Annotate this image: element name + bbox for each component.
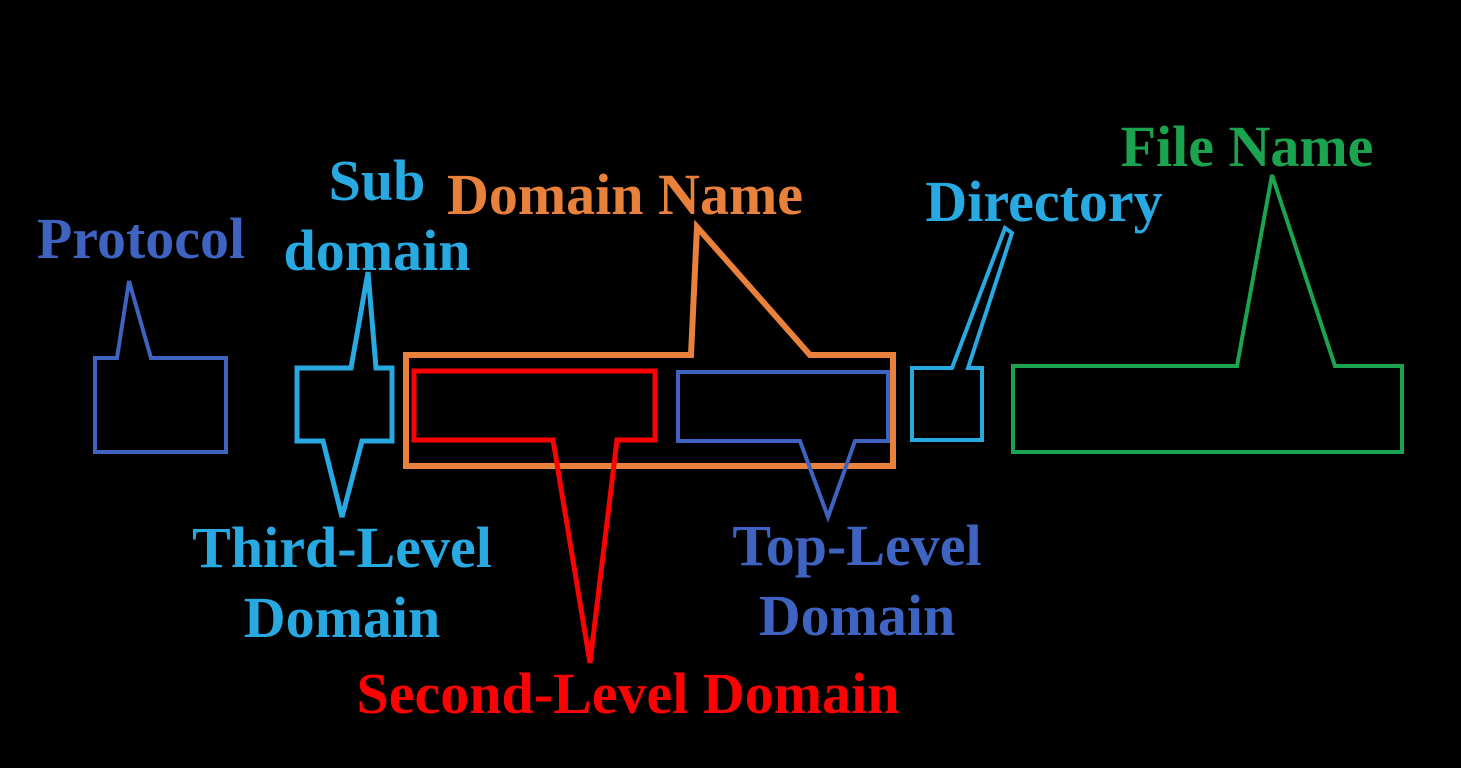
second-level-domain-label: Second-Level Domain — [356, 661, 900, 726]
subdomain-label-line2: domain — [283, 218, 471, 283]
subdomain-label-line1: Sub — [328, 148, 426, 213]
third-level-domain-label: Third-Level Domain — [172, 513, 512, 653]
top-level-domain-label-line1: Top-Level — [732, 513, 982, 578]
domain-name-label: Domain Name — [446, 162, 803, 227]
subdomain-callout-box — [294, 271, 395, 518]
protocol-callout-box — [93, 280, 228, 454]
directory-label: Directory — [925, 169, 1163, 234]
top-level-domain-callout-box — [676, 370, 890, 523]
third-level-domain-label-line2: Domain — [243, 585, 441, 650]
third-level-domain-label-line1: Third-Level — [192, 515, 492, 580]
file-name-label: File Name — [1120, 114, 1374, 179]
top-level-domain-label-line2: Domain — [758, 583, 956, 648]
directory-callout-box — [910, 224, 1015, 442]
top-level-domain-label: Top-Level Domain — [687, 511, 1027, 651]
subdomain-label: Sub domain — [257, 146, 497, 286]
second-level-domain-callout-box — [411, 368, 658, 664]
protocol-label: Protocol — [36, 206, 246, 271]
file-name-callout-box — [1011, 174, 1404, 454]
domain-name-callout-box — [403, 219, 896, 469]
